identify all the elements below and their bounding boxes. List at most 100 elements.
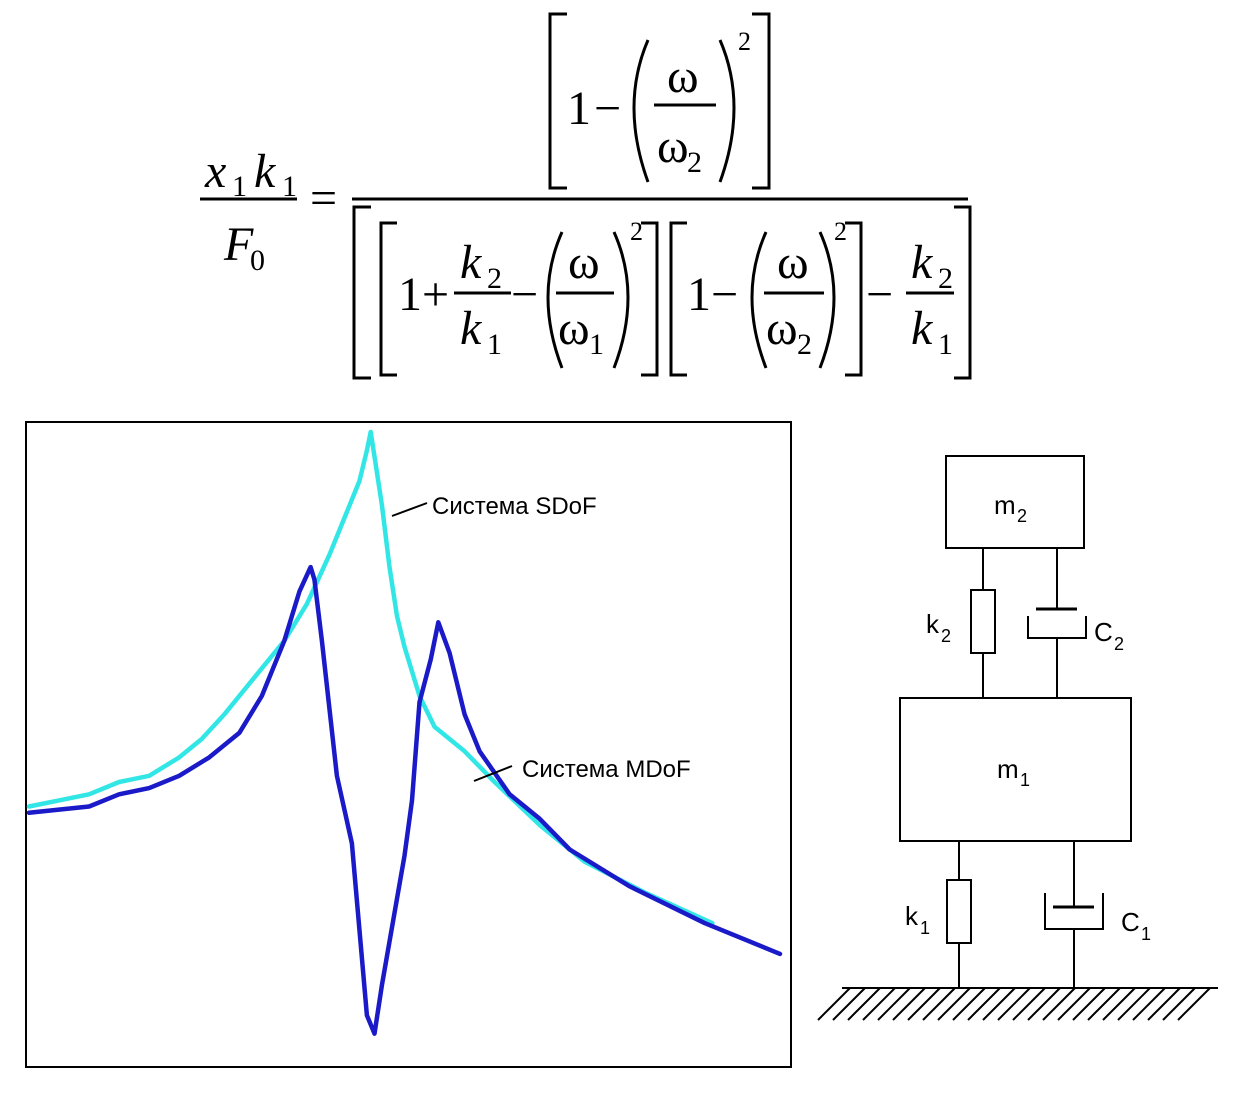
ground-hatch-line <box>1057 987 1091 1021</box>
spring-k2-subscript: 2 <box>941 626 951 646</box>
group2-omega2-subscript: 2 <box>797 328 812 361</box>
group2-omega: ω <box>777 236 809 289</box>
spring-k1-subscript: 1 <box>920 918 930 938</box>
mass-m2-box <box>945 455 1085 549</box>
ground-hatching <box>817 987 1211 1021</box>
final-k2-subscript: 2 <box>938 262 953 295</box>
mdof-annotation: Система MDoF <box>522 756 691 783</box>
mass-m1-letter: m <box>997 754 1019 784</box>
final-minus: − <box>866 268 893 321</box>
formula-denominator: 1 + k 2 k 1 − ω ω 1 2 1 − ω ω 2 2 <box>352 205 972 380</box>
spring-k2-element <box>970 589 996 654</box>
ground-hatch-line <box>832 987 866 1021</box>
ground-hatch-line <box>1162 987 1196 1021</box>
ground-hatch-line <box>1012 987 1046 1021</box>
group1-k2: k <box>460 236 483 289</box>
chart-series-group <box>26 429 783 1036</box>
group1-right-bracket <box>641 221 659 377</box>
ground-hatch-line <box>1117 987 1151 1021</box>
numerator-left-paren <box>632 39 650 183</box>
lhs-k: k <box>254 145 277 198</box>
ground-hatch-line <box>952 987 986 1021</box>
group1-left-paren <box>546 231 564 369</box>
ground-hatch-line <box>1027 987 1061 1021</box>
numerator-left-bracket <box>548 12 567 190</box>
mdof-series-line <box>26 564 783 1036</box>
lhs-x-subscript: 1 <box>232 170 247 203</box>
ground-hatch-line <box>1177 987 1211 1021</box>
ground-hatch-line <box>817 987 851 1021</box>
group1-k2-subscript: 2 <box>487 262 502 295</box>
ground-hatch-line <box>937 987 971 1021</box>
mass-m2-letter: m <box>994 490 1016 520</box>
ground-hatch-line <box>967 987 1001 1021</box>
ground-hatch-line <box>892 987 926 1021</box>
group1-k1: k <box>460 302 483 355</box>
damper-c2-subscript: 2 <box>1114 634 1124 654</box>
lhs-f: F <box>223 218 254 271</box>
damper-c2-letter: C <box>1094 617 1113 647</box>
numerator-omega2-subscript: 2 <box>687 146 702 179</box>
mdof-leader-line <box>473 765 513 782</box>
formula-numerator: 1 − ω ω 2 2 <box>548 12 771 190</box>
numerator-omega2: ω <box>657 120 689 173</box>
final-k1-subscript: 1 <box>938 328 953 361</box>
ground-hatch-line <box>862 987 896 1021</box>
numerator-omega: ω <box>667 50 699 103</box>
ground-hatch-line <box>1072 987 1106 1021</box>
final-k1: k <box>911 302 934 355</box>
group1-omega1: ω <box>558 302 590 355</box>
ground-hatch-line <box>982 987 1016 1021</box>
ground-hatch-line <box>1087 987 1121 1021</box>
group2-right-bracket <box>845 221 863 377</box>
mass-spring-damper-diagram: m 2 k 2 C 2 m 1 k 1 C 1 <box>817 455 1218 1021</box>
lhs-k-subscript: 1 <box>282 170 297 203</box>
sdof-annotation: Система SDoF <box>432 493 597 520</box>
denominator-outer-left-bracket <box>352 205 371 380</box>
ground-hatch-line <box>1132 987 1166 1021</box>
group2-minus: − <box>711 268 738 321</box>
sdof-series-line <box>26 429 715 926</box>
numerator-one: 1 <box>567 82 591 135</box>
lhs-f-subscript: 0 <box>250 244 265 277</box>
ground-hatch-line <box>847 987 881 1021</box>
spring-k1-element <box>946 879 972 944</box>
group2-right-paren <box>818 231 836 369</box>
lhs-x: x <box>204 145 226 198</box>
group2-exponent: 2 <box>834 217 847 246</box>
chart-frame <box>25 421 792 1068</box>
spring-k1-letter: k <box>905 901 919 931</box>
group1-omega: ω <box>568 236 600 289</box>
group2-one: 1 <box>687 268 711 321</box>
transfer-function-formula: x 1 k 1 F 0 = 1 − ω ω 2 2 <box>200 12 972 380</box>
ground-hatch-line <box>1147 987 1181 1021</box>
ground-hatch-line <box>997 987 1031 1021</box>
ground-hatch-line <box>1102 987 1136 1021</box>
group1-one: 1 <box>398 268 422 321</box>
damper-c2-cylinder <box>1027 616 1087 639</box>
damper-c1-letter: C <box>1121 907 1140 937</box>
group2-omega2: ω <box>766 302 798 355</box>
ground-hatch-line <box>877 987 911 1021</box>
numerator-right-paren <box>718 39 736 183</box>
final-k2: k <box>911 236 934 289</box>
equals-sign: = <box>310 172 337 225</box>
damper-c1-subscript: 1 <box>1141 924 1151 944</box>
mass-m2-subscript: 2 <box>1017 506 1027 526</box>
mass-m1-box <box>899 697 1132 842</box>
group1-right-paren <box>612 231 630 369</box>
numerator-minus: − <box>594 82 621 135</box>
group1-left-bracket <box>379 221 397 377</box>
group1-plus: + <box>422 268 449 321</box>
denominator-outer-right-bracket <box>954 205 972 380</box>
group1-k1-subscript: 1 <box>487 328 502 361</box>
ground-hatch-line <box>907 987 941 1021</box>
group2-left-paren <box>750 231 768 369</box>
ground-hatch-line <box>1042 987 1076 1021</box>
group1-exponent: 2 <box>630 217 643 246</box>
mass-m1-subscript: 1 <box>1020 770 1030 790</box>
group1-minus: − <box>511 268 538 321</box>
group2-left-bracket <box>669 221 687 377</box>
ground-hatch-line <box>922 987 956 1021</box>
